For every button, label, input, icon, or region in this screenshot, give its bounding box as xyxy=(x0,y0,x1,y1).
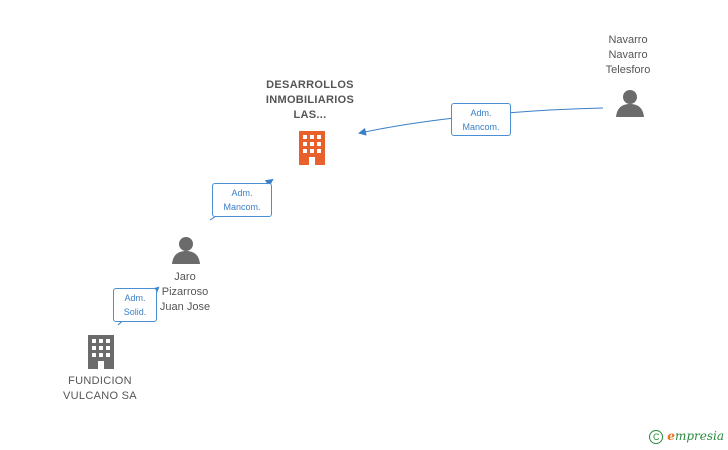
main-company-label[interactable]: DESARROLLOS INMOBILIARIOS LAS... xyxy=(265,79,355,121)
copyright-icon: C xyxy=(649,430,664,444)
edge-badge-navarro-main[interactable]: Adm. Mancom. xyxy=(451,103,511,136)
edge-badge-fundicion-jaro[interactable]: Adm. Solid. xyxy=(113,288,157,322)
brand-logo: empresia xyxy=(667,429,724,444)
navarro-label[interactable]: Navarro Navarro Telesforo xyxy=(605,34,651,76)
building-icon-main[interactable] xyxy=(297,131,327,165)
jaro-label[interactable]: Jaro Pizarroso Juan Jose xyxy=(159,271,211,313)
building-icon-fundicion[interactable] xyxy=(86,335,116,369)
person-icon-jaro[interactable] xyxy=(171,235,201,265)
edge-badge-jaro-main[interactable]: Adm. Mancom. xyxy=(212,183,272,217)
person-icon-navarro[interactable] xyxy=(615,88,645,118)
fundicion-label[interactable]: FUNDICION VULCANO SA xyxy=(63,375,137,402)
